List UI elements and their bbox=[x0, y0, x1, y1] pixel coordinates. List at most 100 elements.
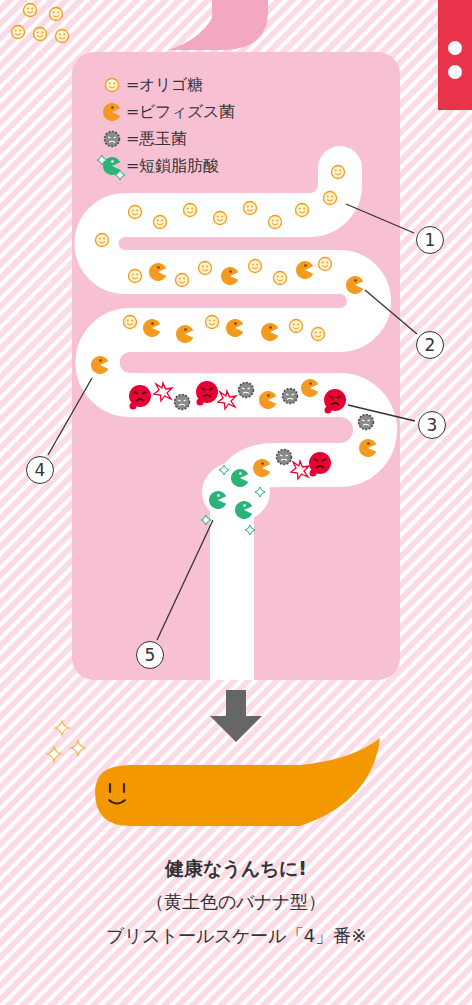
oligo-symbols bbox=[319, 258, 332, 271]
headline-text: 健康なうんちに! bbox=[165, 857, 307, 879]
legend-icons bbox=[105, 132, 120, 147]
callout-circle: 2 bbox=[416, 331, 444, 359]
bifidus-symbols bbox=[296, 261, 313, 279]
stomach-shape bbox=[150, 0, 268, 50]
intake-oligo bbox=[34, 28, 47, 41]
callout-number: 4 bbox=[35, 462, 46, 479]
bad-bacteria-symbols bbox=[196, 381, 218, 406]
healthy-stool bbox=[110, 784, 124, 792]
legend-row: =オリゴ糖 bbox=[126, 75, 203, 94]
bad-bacteria-symbols bbox=[291, 461, 309, 479]
bifidus-symbols bbox=[261, 323, 278, 341]
bifidus-symbols bbox=[91, 356, 108, 374]
callout-number: 5 bbox=[145, 647, 156, 664]
healthy-stool bbox=[55, 721, 69, 735]
intake-oligo bbox=[12, 4, 69, 43]
short-chain-fatty-acid-symbols bbox=[201, 515, 211, 525]
legend-icons bbox=[97, 155, 107, 165]
red-badge bbox=[438, 0, 472, 110]
bifidus-symbols bbox=[176, 325, 193, 343]
oligo-symbols bbox=[206, 316, 219, 329]
legend-text: =オリゴ糖 bbox=[126, 75, 203, 94]
legend-icons bbox=[97, 79, 125, 181]
legend-icons bbox=[115, 170, 125, 180]
healthy-stool bbox=[95, 738, 380, 826]
oligo-symbols bbox=[332, 166, 345, 179]
down-arrow bbox=[210, 690, 262, 742]
down-arrow bbox=[226, 690, 246, 718]
oligo-symbols bbox=[184, 204, 197, 217]
bifidus-symbols bbox=[253, 459, 270, 477]
oligo-symbols bbox=[176, 274, 189, 287]
intake-oligo bbox=[50, 8, 63, 21]
callout-circle: 4 bbox=[26, 456, 54, 484]
bad-bacteria-symbols bbox=[324, 389, 346, 414]
bad-bacteria-symbols bbox=[129, 381, 374, 479]
short-chain-fatty-acid-symbols bbox=[245, 525, 255, 535]
oligo-symbols bbox=[296, 204, 309, 217]
oligo-symbols bbox=[312, 328, 325, 341]
bad-bacteria-symbols bbox=[359, 415, 374, 430]
legend-row: =ビフィズス菌 bbox=[126, 102, 235, 121]
intake-oligo bbox=[24, 4, 37, 17]
healthy-stool bbox=[109, 800, 125, 804]
note-text: ブリストールスケール「4」番※ bbox=[106, 925, 367, 946]
callout-number: 1 bbox=[425, 232, 436, 249]
bifidus-symbols bbox=[149, 263, 166, 281]
oligo-symbols bbox=[214, 212, 227, 225]
text-holder: ブリストールスケール「4」番※ bbox=[106, 925, 367, 947]
callout-circle: 1 bbox=[416, 226, 444, 254]
leader-lines bbox=[48, 204, 417, 640]
intestine bbox=[97, 168, 376, 680]
leader-lines bbox=[365, 290, 417, 334]
oligo-symbols bbox=[324, 192, 337, 205]
short-chain-fatty-acid-symbols bbox=[219, 465, 229, 475]
bifidus-symbols bbox=[221, 267, 238, 285]
legend-row: =悪玉菌 bbox=[126, 129, 187, 148]
leader-lines bbox=[157, 520, 213, 640]
legend-icons bbox=[103, 103, 120, 121]
note-text: （黄土色のバナナ型） bbox=[146, 891, 326, 912]
legend-text: =短鎖脂肪酸 bbox=[126, 156, 219, 175]
bifidus-symbols bbox=[301, 379, 318, 397]
short-chain-fatty-acid-symbols bbox=[255, 487, 265, 497]
leader-lines bbox=[348, 405, 415, 421]
oligo-symbols bbox=[96, 234, 109, 247]
short-chain-fatty-acid-symbols bbox=[209, 491, 226, 509]
callout-circle: 5 bbox=[136, 641, 164, 669]
legend-row: =短鎖脂肪酸 bbox=[126, 156, 219, 175]
bad-bacteria-symbols bbox=[154, 383, 172, 401]
leader-lines bbox=[48, 378, 92, 455]
short-chain-fatty-acid-symbols bbox=[235, 501, 252, 519]
bad-bacteria-symbols bbox=[239, 383, 254, 398]
oligo-symbols bbox=[129, 270, 142, 283]
healthy-stool bbox=[71, 741, 85, 755]
legend-text: =ビフィズス菌 bbox=[126, 102, 235, 121]
oligo-symbols bbox=[290, 320, 303, 333]
intake-oligo bbox=[56, 30, 69, 43]
oligo-symbols bbox=[274, 272, 287, 285]
callout-number: 3 bbox=[427, 417, 438, 434]
oligo-symbols bbox=[244, 202, 257, 215]
bad-bacteria-symbols bbox=[129, 385, 151, 410]
oligo-symbols bbox=[249, 260, 262, 273]
bad-bacteria-symbols bbox=[309, 452, 331, 477]
oligo-symbols bbox=[199, 262, 212, 275]
oligo-symbols bbox=[269, 216, 282, 229]
bifidus-symbols bbox=[226, 319, 243, 337]
bifidus-symbols bbox=[346, 276, 363, 294]
bad-bacteria-symbols bbox=[277, 450, 292, 465]
down-arrow bbox=[210, 716, 262, 742]
red-badge bbox=[448, 65, 462, 79]
bifidus-symbols bbox=[359, 439, 376, 457]
red-badge bbox=[448, 41, 462, 55]
callout-number: 2 bbox=[425, 337, 436, 354]
red-badge bbox=[438, 0, 472, 110]
intake-oligo bbox=[12, 26, 25, 39]
oligo-symbols bbox=[154, 216, 167, 229]
intestine bbox=[97, 168, 376, 680]
